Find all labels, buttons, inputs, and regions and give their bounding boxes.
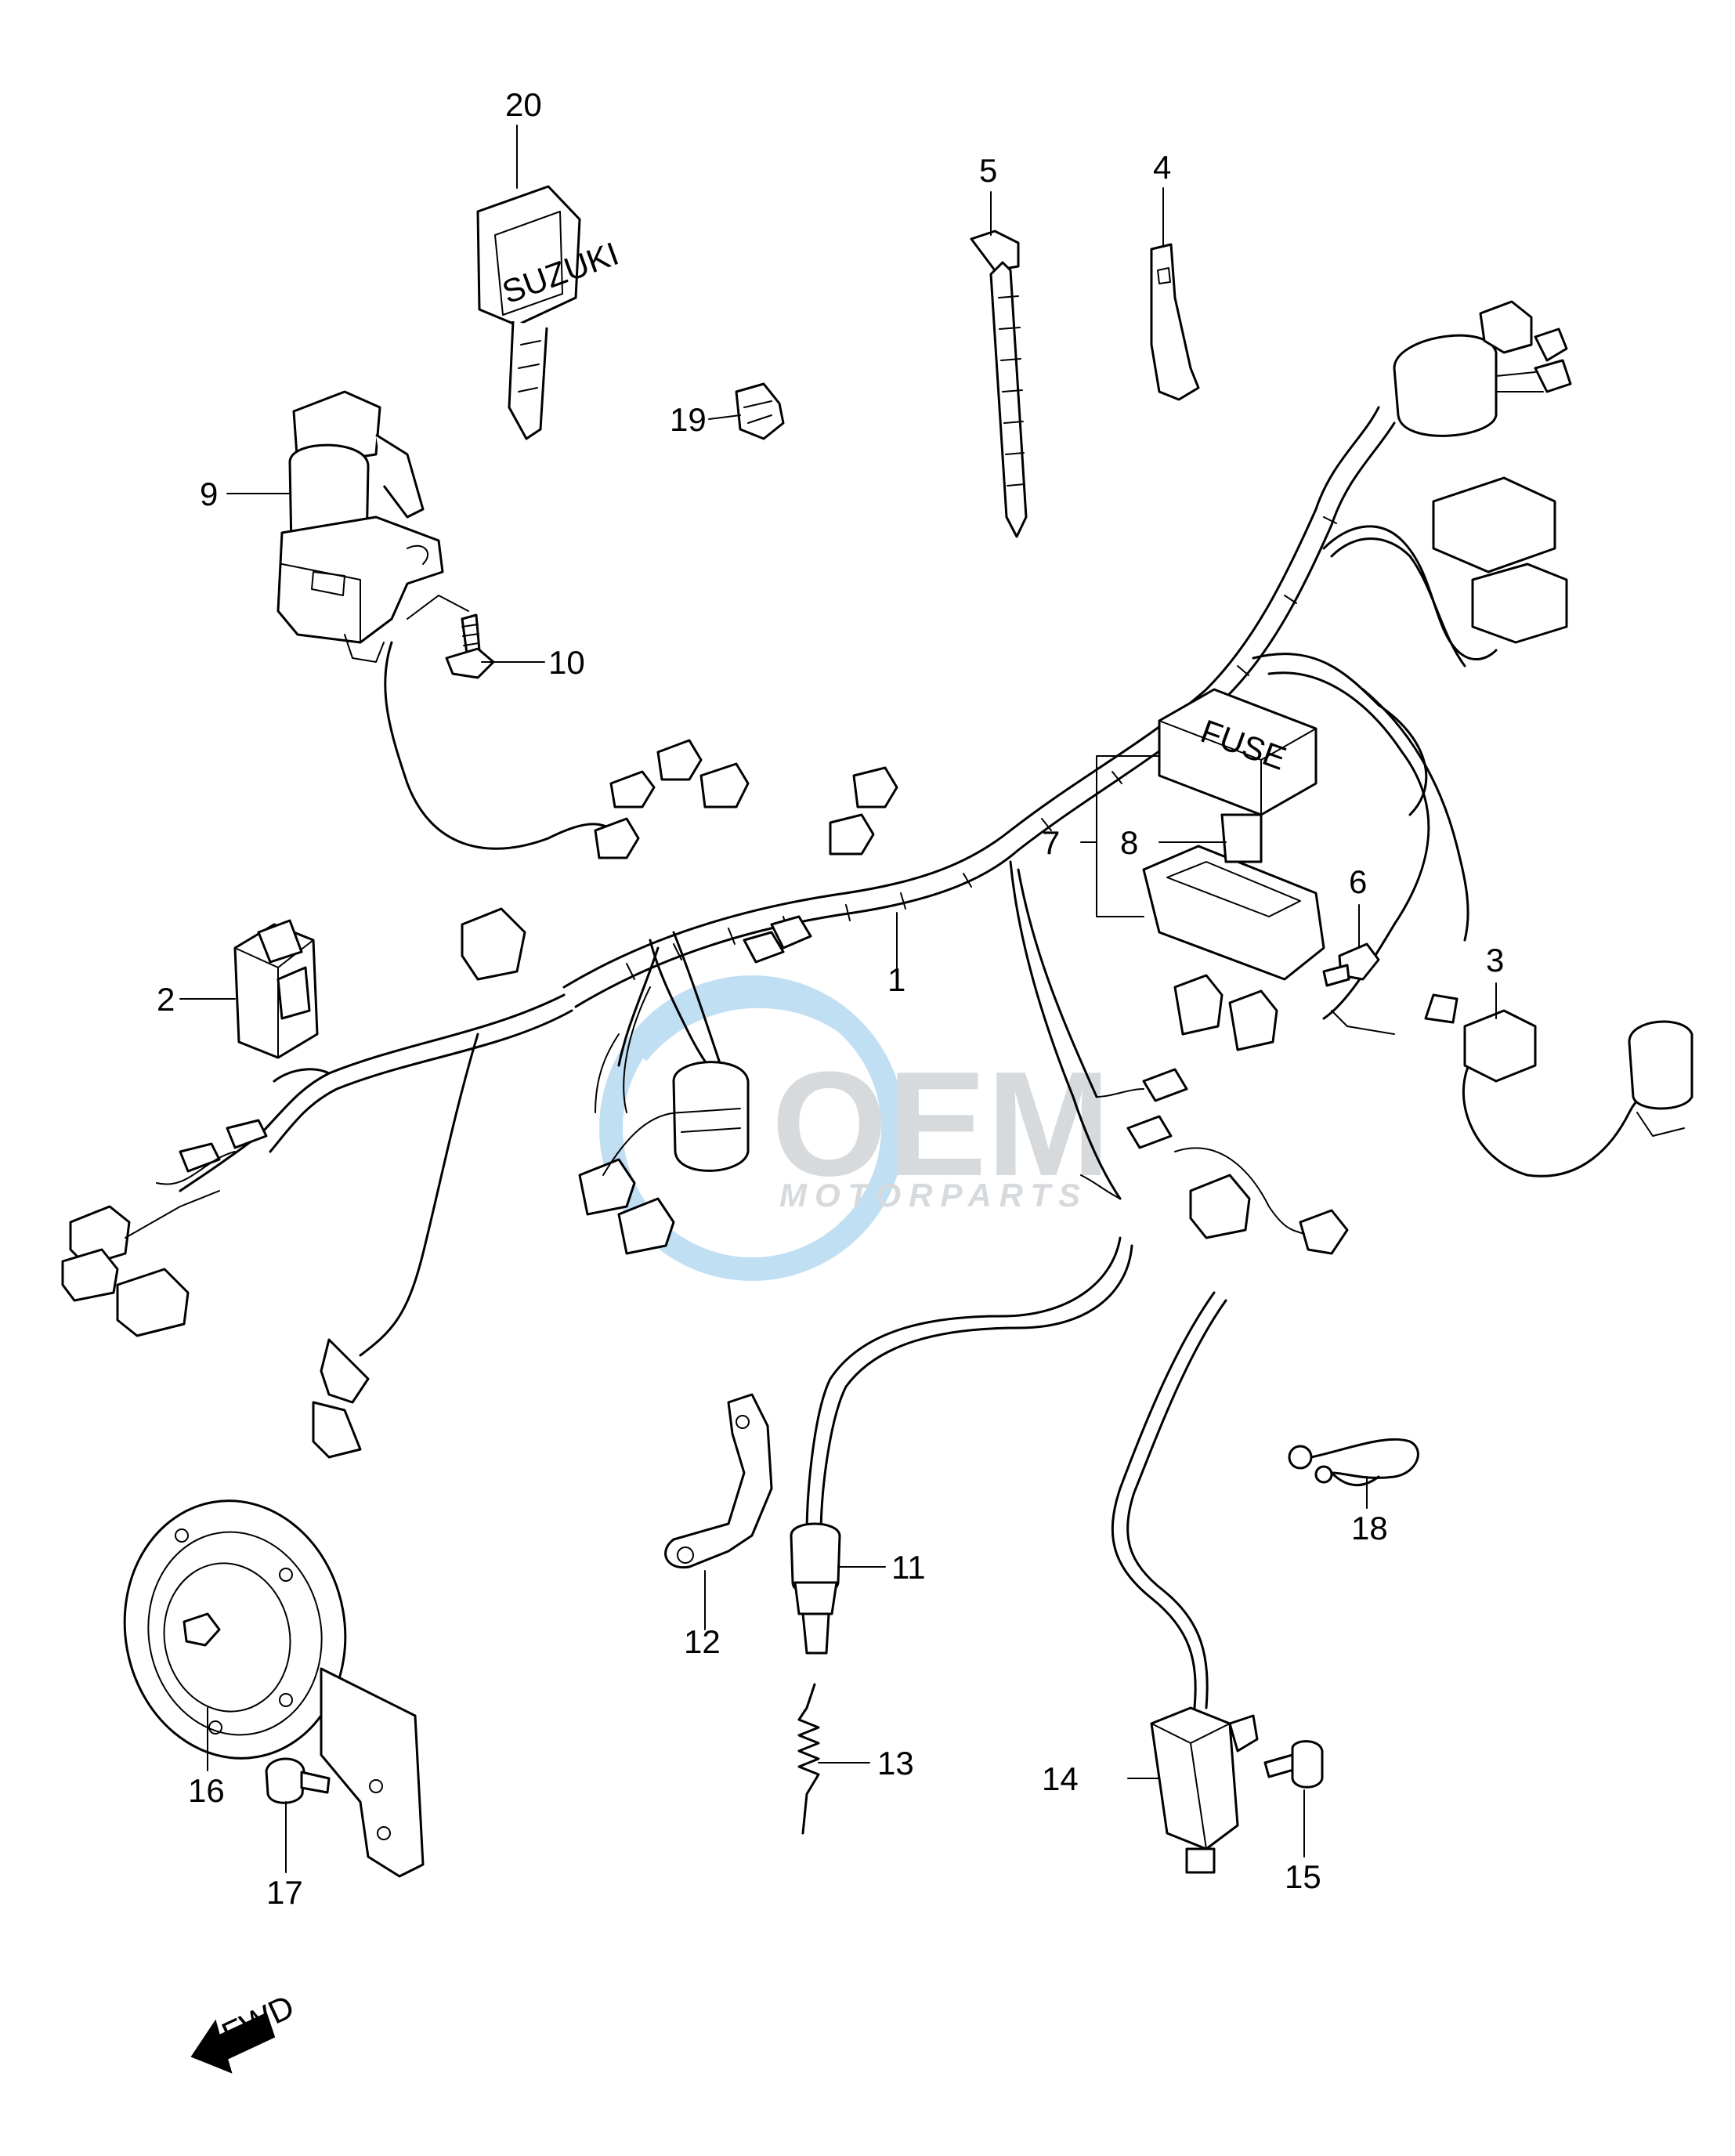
- callout-14: 14: [1042, 1760, 1079, 1797]
- bracket-12-part: [664, 1393, 773, 1569]
- callout-6: 6: [1349, 863, 1367, 900]
- callout-labels: 20 5 4 19 9 10 7 8 6 3 2 1 11 12 13 14 1…: [157, 86, 1504, 1911]
- callout-16: 16: [188, 1772, 225, 1809]
- callout-7: 7: [1042, 824, 1060, 861]
- leader-lines: [179, 125, 1497, 1873]
- forward-direction-arrow: FWD: [190, 1988, 299, 2074]
- clip-19-part: [735, 382, 785, 440]
- callout-17: 17: [266, 1874, 303, 1911]
- callout-8: 8: [1120, 824, 1138, 861]
- left-connectors-part: [61, 1119, 370, 1459]
- callout-13: 13: [877, 1745, 914, 1782]
- ignition-switch-part: [277, 390, 469, 663]
- callout-11: 11: [891, 1549, 926, 1586]
- cable-tie-part: [970, 230, 1028, 538]
- sensor-11-part: [790, 1236, 1133, 1655]
- callout-4: 4: [1153, 149, 1171, 186]
- ignition-key-part: SUZUKI: [476, 185, 624, 440]
- callout-15: 15: [1285, 1858, 1321, 1895]
- callout-2: 2: [157, 981, 175, 1018]
- connector-3-part: [1331, 993, 1693, 1137]
- coil-14-part: [1111, 1291, 1259, 1874]
- bolt-15-part: [1263, 1740, 1324, 1789]
- relay-2-part: [233, 919, 319, 1059]
- watermark-logo: OEM: [772, 1041, 1111, 1207]
- callout-1: 1: [887, 961, 905, 998]
- clamp-18-part: [1288, 1438, 1419, 1487]
- callout-19: 19: [670, 401, 707, 438]
- lower-right-connectors-part: [1080, 1068, 1349, 1255]
- callout-9: 9: [200, 476, 218, 512]
- center-connectors-part: [461, 739, 898, 1255]
- oem-motorparts-watermark: OEM MOTORPARTS: [599, 975, 1111, 1281]
- fuse-box-part: FUSE: [1142, 688, 1325, 1051]
- callout-5: 5: [979, 152, 997, 189]
- upper-right-connectors-part: [1393, 300, 1572, 644]
- callout-3: 3: [1486, 942, 1504, 979]
- band-4-part: [1150, 243, 1200, 401]
- spring-13-part: [797, 1683, 820, 1835]
- horn-16-part: [123, 1499, 425, 1878]
- callout-10: 10: [548, 644, 585, 681]
- callout-18: 18: [1351, 1510, 1388, 1546]
- callout-20: 20: [505, 86, 542, 123]
- main-wiring-harness-part: [179, 406, 1693, 1357]
- bolt-17-part: [265, 1757, 331, 1804]
- callout-12: 12: [684, 1623, 721, 1660]
- screw-6-part: [1322, 942, 1380, 987]
- watermark-subtitle: MOTORPARTS: [779, 1177, 1088, 1214]
- screw-10-part: [445, 613, 495, 679]
